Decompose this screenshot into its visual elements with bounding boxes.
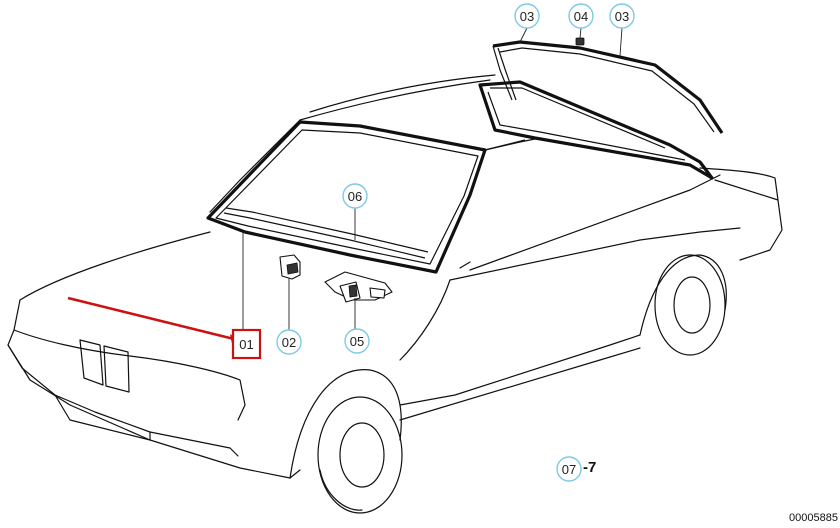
clip-part-04 [575, 37, 585, 46]
callout-03b[interactable]: 03 [609, 3, 635, 29]
highlight-arrow [67, 296, 242, 344]
callout-07[interactable]: 07 [556, 456, 582, 482]
bracket-part-02 [279, 254, 301, 280]
clip-part-05 [324, 271, 393, 303]
diagram-id: 00005885 [789, 512, 838, 524]
front-wheel [289, 369, 403, 514]
callout-06-label: 06 [348, 189, 362, 204]
windshield-seal [206, 120, 487, 274]
callout-02-label: 02 [282, 335, 296, 350]
callout-04[interactable]: 04 [568, 3, 594, 29]
callout-05[interactable]: 05 [344, 328, 370, 354]
callout-03a[interactable]: 03 [514, 3, 540, 29]
callout-06[interactable]: 06 [342, 183, 368, 209]
leader-lines [242, 27, 623, 332]
callout-07-label: 07 [562, 462, 576, 477]
callout-07-suffix: -7 [583, 459, 596, 476]
callout-02[interactable]: 02 [276, 329, 302, 355]
rear-wheel [639, 254, 727, 356]
car-body [7, 74, 783, 479]
callout-01-label: 01 [239, 337, 253, 352]
callout-01[interactable]: 01 [231, 328, 262, 360]
callout-04-label: 04 [574, 9, 588, 24]
roof-molding [492, 40, 724, 134]
side-window-seal [478, 80, 714, 180]
callout-05-label: 05 [350, 334, 364, 349]
callout-03b-label: 03 [615, 9, 629, 24]
callout-03a-label: 03 [520, 9, 534, 24]
